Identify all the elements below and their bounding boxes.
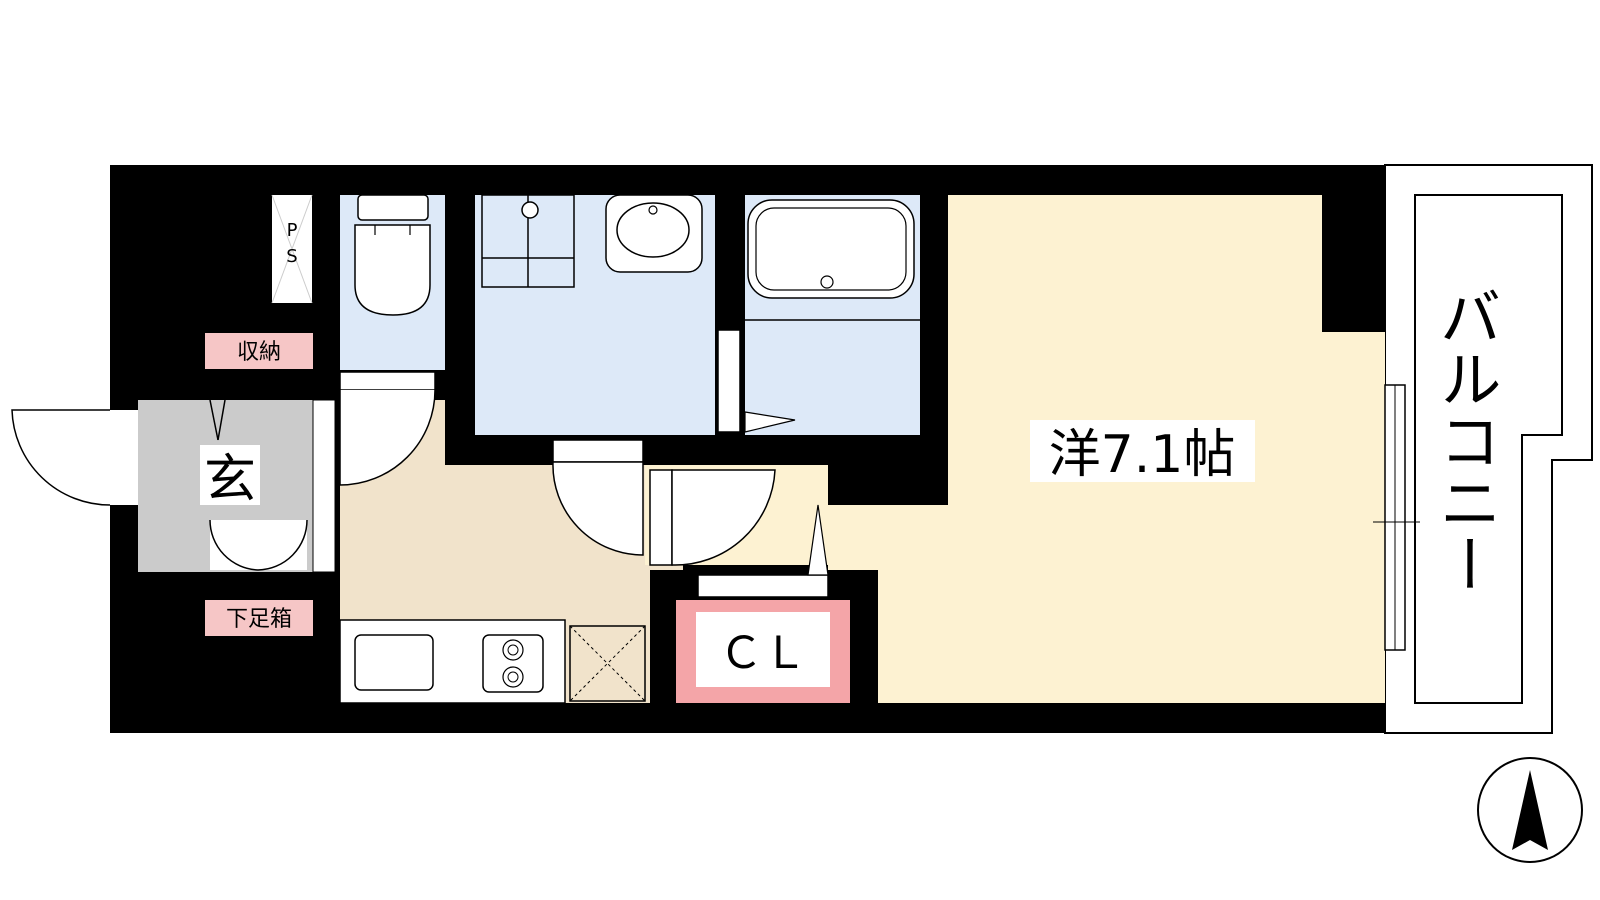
closet-inner [696,612,830,687]
closet-label: ＣＬ [719,628,807,679]
toilet-tank [357,194,429,221]
fridge-space [569,625,646,702]
bathtub-inner [755,207,907,291]
closet-door-leaf [807,504,829,576]
tub-drain [820,275,834,289]
room-door-swing [671,469,776,566]
bath-folding-door [744,411,796,433]
western-room-label: 洋7.1帖 [1049,425,1236,485]
balcony-inner-outline [1414,194,1563,704]
ps-hatch [271,194,313,304]
bath-door-frame [717,329,741,433]
closet-door-strip [697,574,829,598]
kitchen-sink [354,634,434,691]
genkan-label: 玄 [204,450,256,510]
door-leaf [217,399,226,441]
shoe-box [205,600,313,636]
western-label-bg [1030,420,1255,482]
toilet-door-swing [339,389,436,486]
toilet-door [339,371,436,391]
stove [482,634,544,693]
genkan-inner-door [210,520,307,570]
door-arc [209,519,259,571]
shuno-label: 収納 [237,340,281,365]
ps-label-s: S [286,246,297,267]
toilet-bowl [354,224,431,316]
entry-door-opening [110,410,138,505]
north-arrow-icon [1512,770,1548,850]
room-door-frame [649,469,673,566]
shoe-box-label: 下足箱 [226,607,292,632]
shuno-label-box [205,333,313,369]
genkan-label-bg [200,445,260,505]
wm-drain [521,201,539,219]
washroom-door [552,439,644,463]
entry-door-swing [11,409,111,506]
balcony-label: バルコニー [1429,285,1502,595]
genkan-side-door [312,399,336,573]
burner [507,671,519,683]
faucet [648,205,658,215]
door-leaf [209,399,219,441]
door-arc [257,519,308,571]
ps-label-p: P [287,220,298,241]
washroom-door-swing [552,461,644,556]
burner [507,644,519,656]
sink-basin [616,202,690,258]
